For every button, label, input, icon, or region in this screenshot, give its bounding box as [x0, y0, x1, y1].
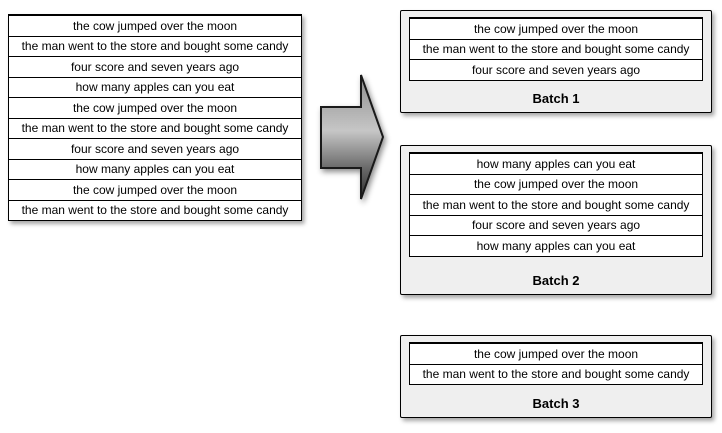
batch-1-box: the cow jumped over the moon the man wen…: [400, 10, 712, 113]
batch-3-label: Batch 3: [532, 396, 580, 411]
batch-3-table: the cow jumped over the moon the man wen…: [409, 342, 703, 385]
sentence-row: the cow jumped over the moon: [9, 15, 301, 36]
sentence-row: how many apples can you eat: [410, 235, 702, 256]
batch-2-label: Batch 2: [532, 273, 580, 288]
right-block-arrow-icon: [320, 74, 385, 200]
sentence-row: the cow jumped over the moon: [410, 18, 702, 39]
batch-2-table: how many apples can you eat the cow jump…: [409, 152, 703, 257]
sentence-row: four score and seven years ago: [9, 138, 301, 159]
batch-3-box: the cow jumped over the moon the man wen…: [400, 335, 712, 418]
sentence-row: the man went to the store and bought som…: [9, 199, 301, 220]
source-sentence-table: the cow jumped over the moon the man wen…: [8, 14, 302, 221]
sentence-row: four score and seven years ago: [410, 214, 702, 235]
sentence-row: the man went to the store and bought som…: [410, 38, 702, 59]
sentence-row: the man went to the store and bought som…: [410, 363, 702, 384]
right-block-arrow-shape: [320, 74, 385, 200]
sentence-row: the cow jumped over the moon: [9, 97, 301, 118]
sentence-row: the cow jumped over the moon: [410, 343, 702, 364]
sentence-row: how many apples can you eat: [9, 158, 301, 179]
sentence-row: the cow jumped over the moon: [410, 173, 702, 194]
sentence-row: four score and seven years ago: [9, 56, 301, 77]
sentence-row: the man went to the store and bought som…: [9, 117, 301, 138]
sentence-row: how many apples can you eat: [9, 76, 301, 97]
sentence-row: the cow jumped over the moon: [9, 179, 301, 200]
batch-1-table: the cow jumped over the moon the man wen…: [409, 17, 703, 81]
sentence-row: the man went to the store and bought som…: [410, 194, 702, 215]
sentence-row: four score and seven years ago: [410, 59, 702, 80]
batch-1-label: Batch 1: [532, 91, 580, 106]
sentence-row: the man went to the store and bought som…: [9, 35, 301, 56]
batch-2-box: how many apples can you eat the cow jump…: [400, 145, 712, 295]
sentence-row: how many apples can you eat: [410, 153, 702, 174]
